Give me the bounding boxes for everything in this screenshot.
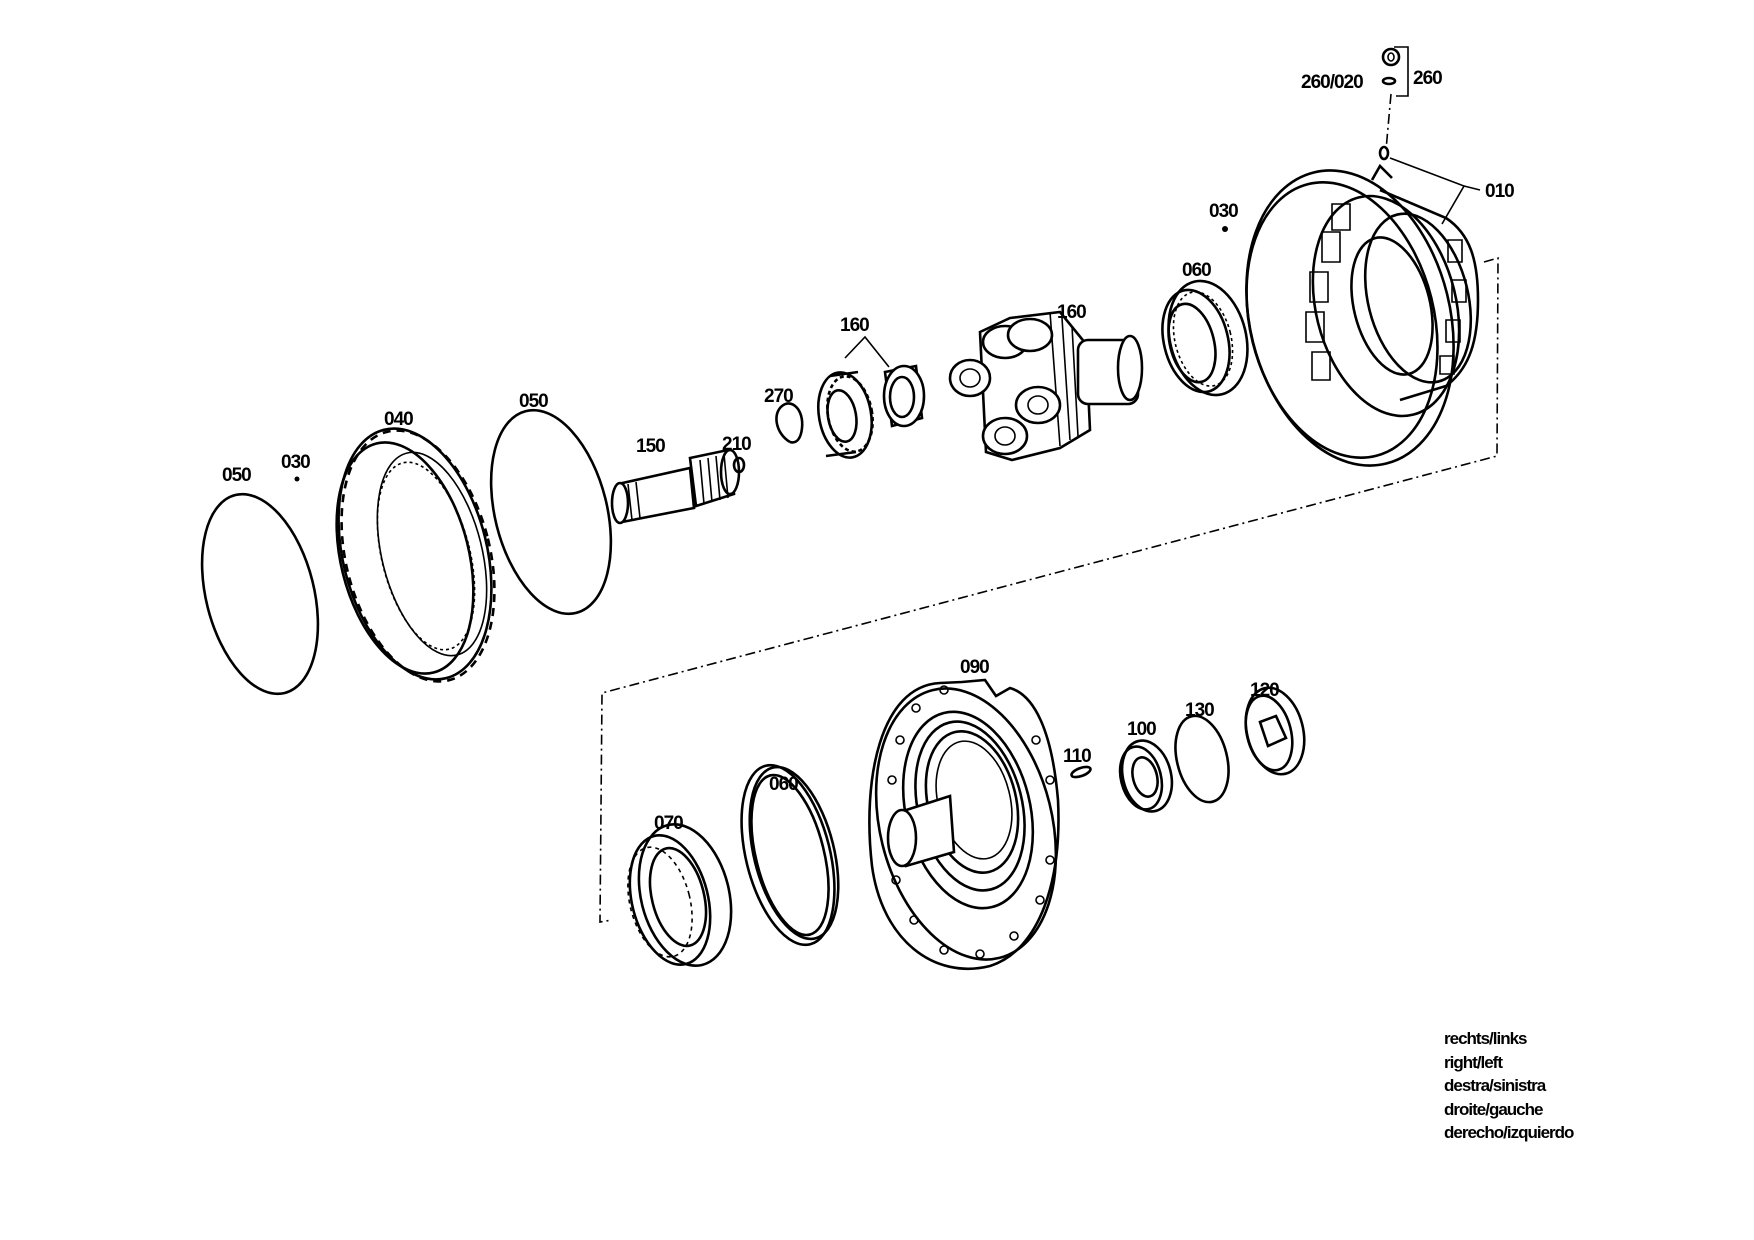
part-180-planet-carrier bbox=[948, 310, 1144, 462]
part-130-o-ring bbox=[1174, 714, 1230, 804]
callout-070: 070 bbox=[654, 813, 683, 834]
part-100-nut bbox=[1118, 739, 1174, 813]
callout-040: 040 bbox=[384, 409, 413, 430]
part-160-needle-bearing bbox=[882, 364, 926, 428]
callout-160-right: 160 bbox=[1057, 302, 1086, 323]
callout-050-left: 050 bbox=[222, 465, 251, 486]
callout-030-top: 030 bbox=[1209, 201, 1238, 222]
part-050-o-ring-left bbox=[200, 492, 320, 696]
legend-line-it: destra/sinistra bbox=[1444, 1076, 1546, 1095]
part-260-plug bbox=[1378, 47, 1401, 161]
part-270-snap-ring bbox=[775, 402, 804, 444]
legend-line-en: right/left bbox=[1444, 1052, 1503, 1072]
assembly-centerline bbox=[599, 256, 1499, 923]
part-110-o-ring bbox=[1070, 765, 1092, 779]
part-150-shaft bbox=[610, 448, 741, 525]
callout-010: 010 bbox=[1485, 181, 1514, 202]
part-090-spindle bbox=[868, 678, 1060, 971]
callout-260-020: 260/020 bbox=[1301, 72, 1363, 93]
callout-090: 090 bbox=[960, 657, 989, 678]
callout-210: 210 bbox=[722, 434, 751, 455]
leader-160-left bbox=[844, 335, 890, 368]
part-210-ball bbox=[732, 456, 746, 474]
leader-010 bbox=[1389, 157, 1481, 225]
legend-line-de: rechts/links bbox=[1444, 1029, 1528, 1048]
callout-260: 260 bbox=[1413, 68, 1442, 89]
callout-110: 110 bbox=[1063, 746, 1091, 767]
callout-150: 150 bbox=[636, 436, 665, 457]
callout-130: 130 bbox=[1185, 700, 1214, 721]
callout-160-left: 160 bbox=[840, 315, 869, 336]
part-050-o-ring-middle bbox=[489, 408, 613, 616]
callout-060-top: 060 bbox=[1182, 260, 1211, 281]
callout-270: 270 bbox=[764, 386, 793, 407]
part-060-bearing-top bbox=[1161, 279, 1249, 397]
callout-060-bottom: 060 bbox=[769, 774, 798, 795]
part-040-ring-gear bbox=[335, 427, 496, 683]
leader-260 bbox=[1394, 46, 1409, 97]
legend-line-es: derecho/izquierdo bbox=[1444, 1123, 1574, 1142]
side-legend: rechts/links right/left destra/sinistra … bbox=[1444, 1027, 1574, 1145]
callout-100: 100 bbox=[1127, 719, 1156, 740]
callout-050-middle: 050 bbox=[519, 391, 548, 412]
part-030-pin-top bbox=[1222, 226, 1228, 232]
part-070-bearing bbox=[627, 823, 733, 967]
part-120-lock-plate bbox=[1244, 686, 1306, 776]
legend-line-fr: droite/gauche bbox=[1444, 1099, 1543, 1119]
callout-030-left: 030 bbox=[281, 452, 310, 473]
part-060-seal-bottom bbox=[740, 763, 840, 947]
part-030-pin-left bbox=[294, 476, 300, 482]
part-010-hub-housing bbox=[1245, 163, 1480, 467]
callout-120: 120 bbox=[1250, 680, 1279, 701]
part-160-planet-gear bbox=[817, 370, 874, 459]
